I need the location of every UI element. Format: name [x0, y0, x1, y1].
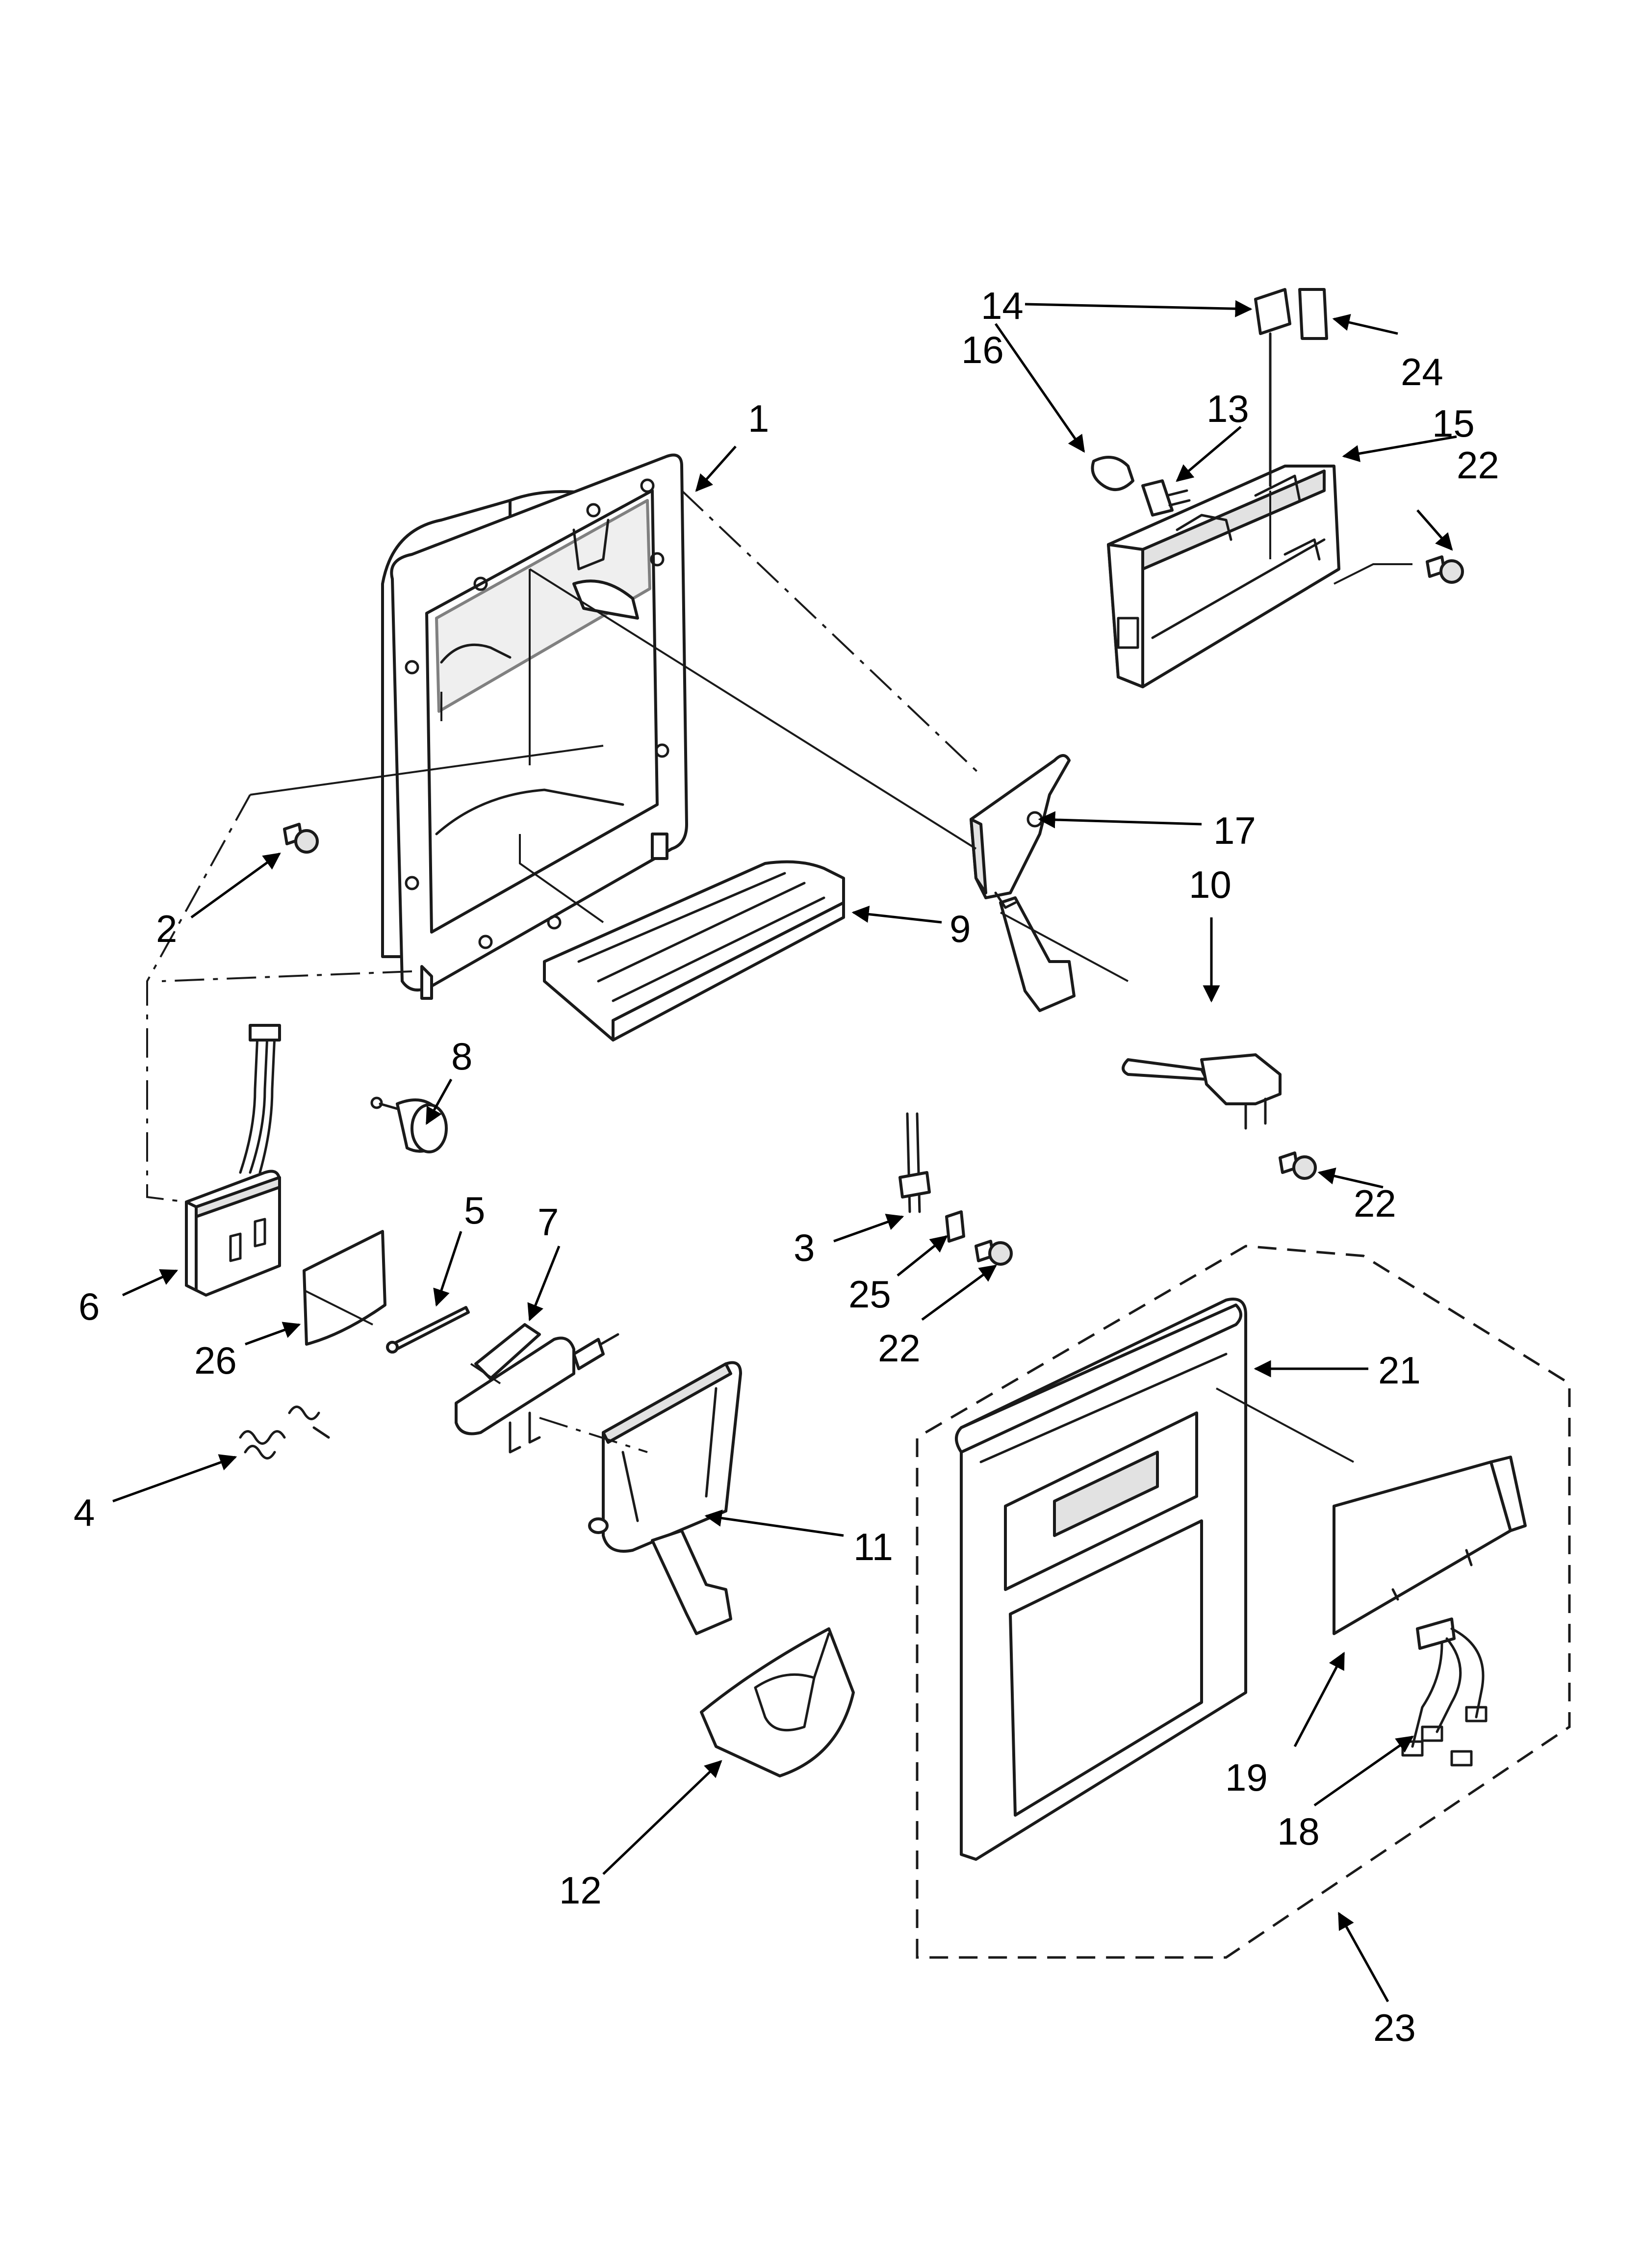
callout-5: 5 — [464, 1189, 485, 1232]
callout-7: 7 — [538, 1200, 559, 1244]
callout-25: 25 — [848, 1273, 891, 1316]
part-22-screw-a — [1279, 1151, 1317, 1180]
part-6-module — [185, 1024, 281, 1297]
callout-26: 26 — [194, 1339, 237, 1382]
callout-2: 2 — [156, 907, 177, 950]
callout-16: 16 — [961, 328, 1004, 371]
callout-6: 6 — [78, 1285, 100, 1328]
callout-11: 11 — [853, 1525, 893, 1568]
part-22-screw-c — [1426, 555, 1464, 584]
part-14-switch — [1254, 288, 1291, 487]
callout-12: 12 — [559, 1869, 602, 1912]
part-2-screw — [283, 823, 319, 854]
part-22-screw-b — [975, 1240, 1013, 1266]
part-10-switch-arm — [1122, 1053, 1282, 1130]
callout-8: 8 — [451, 1035, 472, 1078]
callout-18: 18 — [1277, 1810, 1320, 1853]
callout-19: 19 — [1225, 1756, 1268, 1799]
callout-17: 17 — [1213, 809, 1256, 852]
part-1-housing — [381, 453, 688, 1000]
part-21-front-panel — [955, 1298, 1247, 1861]
callout-14: 14 — [981, 284, 1024, 327]
part-3-clip — [898, 1112, 931, 1213]
part-23-assembly-boundary — [916, 1245, 1571, 1959]
leader-arrows — [112, 300, 1457, 2003]
callout-22-right: 22 — [1354, 1182, 1396, 1225]
part-25-clip — [945, 1210, 965, 1243]
part-7-actuator — [455, 1323, 619, 1454]
part-13-socket — [1141, 479, 1191, 517]
part-24-plate — [1298, 288, 1328, 340]
part-26-pad — [303, 1230, 386, 1346]
callout-13: 13 — [1206, 387, 1249, 430]
callout-numbers: 1 2 3 4 5 6 7 8 9 10 11 12 13 14 15 16 1… — [74, 284, 1499, 2049]
callout-23: 23 — [1373, 2006, 1416, 2049]
part-12-funnel — [700, 1627, 855, 1777]
callout-15: 15 — [1432, 402, 1475, 445]
part-5-pin — [386, 1306, 470, 1354]
callout-3: 3 — [794, 1226, 815, 1269]
callout-22-top: 22 — [1457, 443, 1499, 487]
part-15-bracket — [1107, 465, 1340, 688]
callout-4: 4 — [74, 1491, 95, 1534]
part-17-lever — [970, 754, 1076, 1012]
callout-24: 24 — [1401, 350, 1443, 393]
callout-1: 1 — [748, 397, 769, 440]
part-4-springs — [239, 1406, 330, 1460]
part-16-bulb — [1091, 456, 1134, 491]
assembly-lines — [146, 490, 1412, 1463]
part-19-control-panel — [1333, 1456, 1527, 1635]
callout-21: 21 — [1378, 1349, 1421, 1392]
part-18-harness — [1401, 1617, 1488, 1767]
callout-22-middle: 22 — [878, 1327, 921, 1370]
callout-10: 10 — [1189, 863, 1232, 906]
part-11-chute-door — [588, 1361, 742, 1635]
part-9-drip-tray — [543, 860, 845, 1042]
callout-9: 9 — [949, 907, 971, 950]
